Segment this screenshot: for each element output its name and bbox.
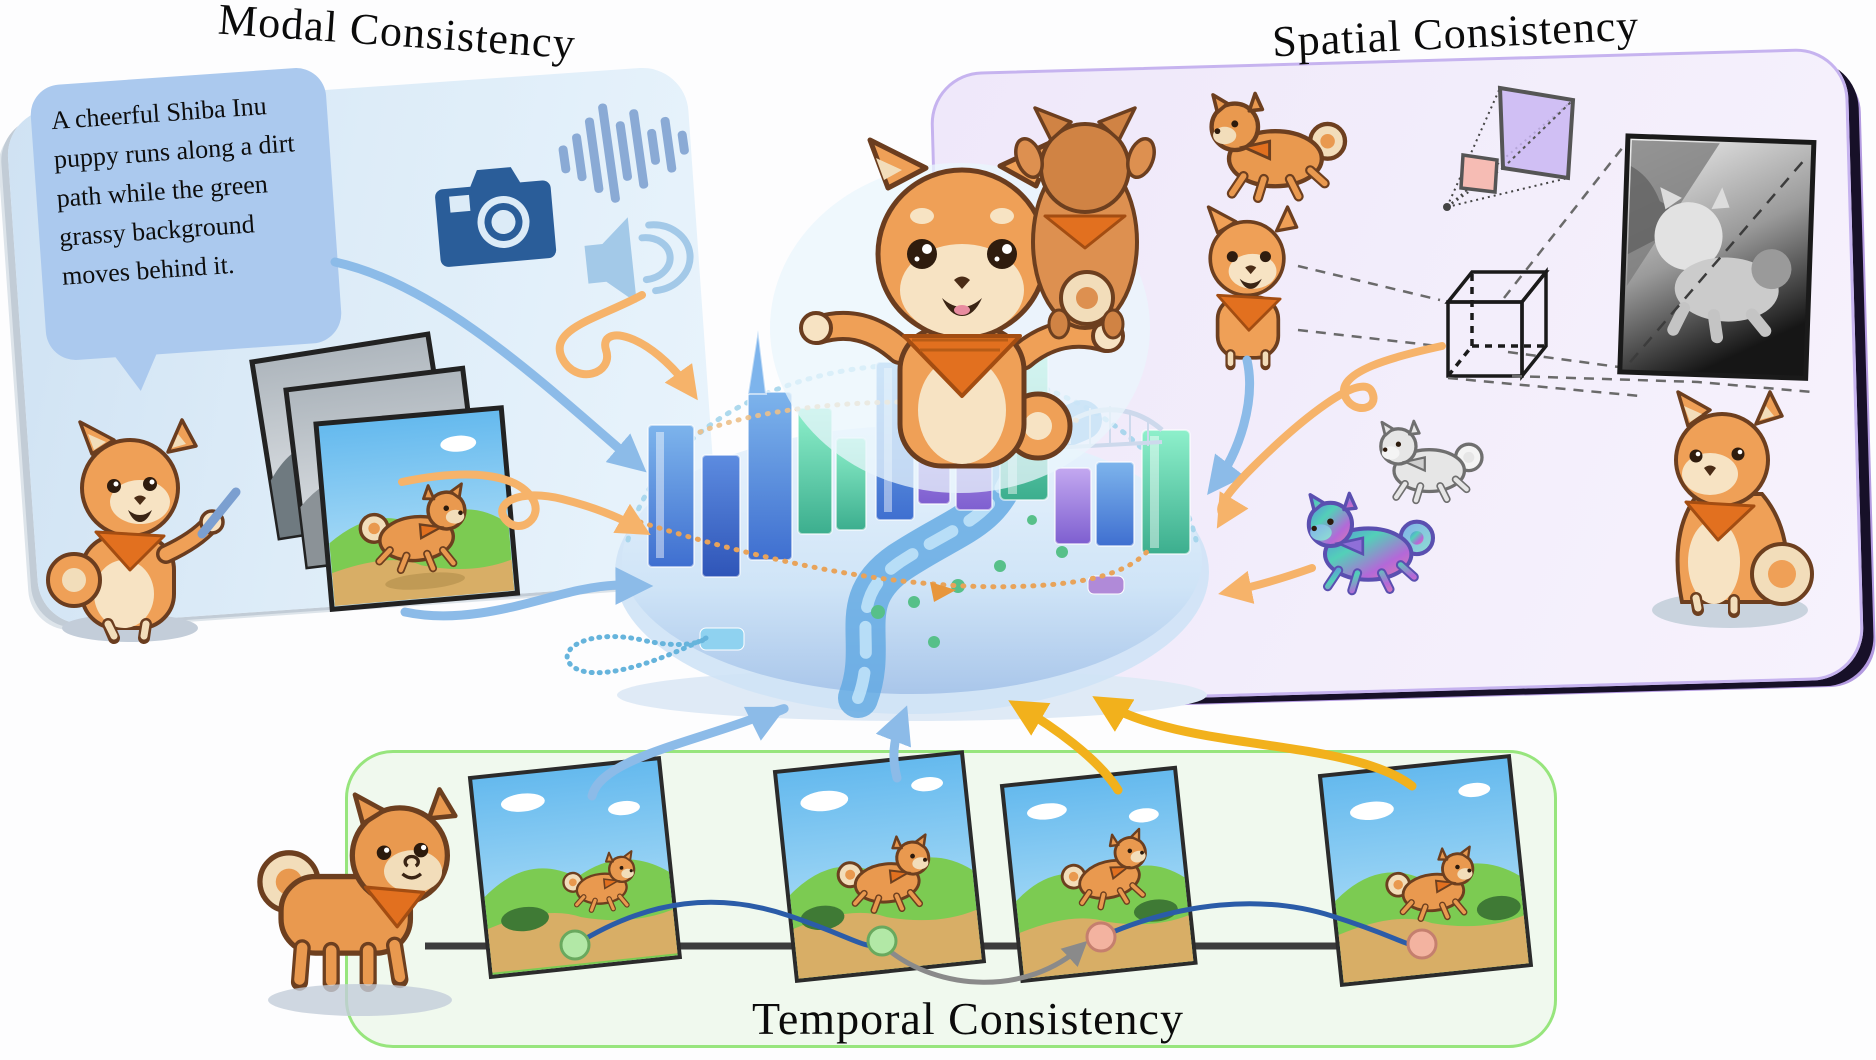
spatial-consistency-panel (929, 47, 1865, 705)
temporal-title: Temporal Consistency (752, 993, 1184, 1044)
prompt-text: A cheerful Shiba Inu puppy runs along a … (50, 91, 296, 291)
city-car (699, 627, 745, 651)
blue-sparkle-swirl (564, 634, 709, 676)
modal-title: Modal Consistency (216, 0, 578, 69)
prompt-speech-bubble: A cheerful Shiba Inu puppy runs along a … (28, 66, 344, 362)
